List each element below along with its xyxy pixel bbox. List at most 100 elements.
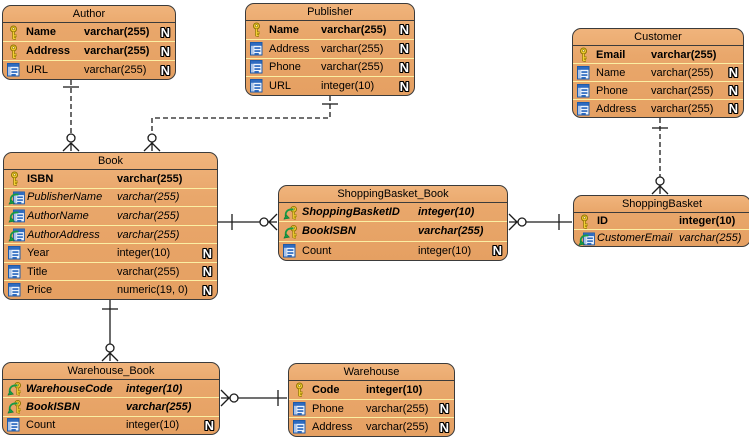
column-type: integer(10): [418, 206, 475, 219]
nullable-badge: N: [204, 417, 214, 433]
foreign-key-icon: [8, 227, 27, 242]
column-icon: [7, 63, 26, 77]
column-type: varchar(255): [366, 421, 429, 434]
column-icon: [283, 243, 302, 258]
nullable-badge: N: [160, 62, 170, 78]
table-title: ShoppingBasket_Book: [279, 186, 507, 203]
table-title: Warehouse: [289, 364, 454, 381]
column-name: Name: [269, 23, 299, 36]
nullable-badge: N: [202, 264, 212, 280]
connector-publisher-book[interactable]: [143, 96, 338, 152]
primary-key-icon: [577, 47, 596, 62]
connector-shoppingbasket-shoppingbasket_book[interactable]: [508, 213, 572, 231]
column-type: numeric(19, 0): [117, 284, 188, 297]
column-row[interactable]: PublisherName varchar(255): [4, 187, 217, 207]
column-name: Address: [269, 42, 310, 55]
column-icon: [293, 420, 312, 434]
connector-warehouse-warehouse_book[interactable]: [220, 389, 287, 407]
column-name: PublisherName: [27, 191, 103, 204]
column-type: varchar(255): [84, 64, 147, 76]
column-name: Count: [26, 419, 56, 432]
column-name: Title: [27, 265, 48, 278]
connector-customer-shoppingbasket[interactable]: [651, 118, 669, 195]
column-type: integer(10): [679, 215, 736, 227]
column-name: ShoppingBasketID: [302, 206, 400, 219]
primary-key-icon: [293, 382, 312, 398]
column-name: Phone: [596, 84, 628, 97]
primary-key-icon: [578, 214, 597, 229]
column-type: varchar(255): [321, 23, 387, 36]
column-name: Year: [27, 247, 50, 260]
column-name: WarehouseCode: [26, 382, 113, 395]
column-icon: [7, 418, 26, 432]
connector-book-warehouse_book[interactable]: [101, 300, 119, 362]
nullable-badge: N: [202, 282, 212, 298]
primary-key-icon: [7, 25, 26, 40]
column-type: varchar(255): [418, 225, 484, 238]
nullable-badge: N: [728, 65, 738, 80]
primary-foreign-key-icon: [7, 381, 26, 396]
column-type: varchar(255): [117, 191, 180, 204]
column-name: Code: [312, 383, 340, 396]
column-name: Phone: [269, 61, 301, 74]
connector-book-shoppingbasket_book[interactable]: [218, 213, 278, 231]
nullable-badge: N: [160, 24, 170, 40]
column-name: Email: [596, 48, 626, 61]
column-row[interactable]: ID integer(10): [574, 213, 749, 229]
primary-foreign-key-icon: [283, 205, 302, 220]
column-name: CustomerEmail: [597, 232, 673, 244]
nullable-badge: N: [439, 419, 449, 435]
column-name: ID: [597, 215, 608, 227]
nullable-badge: N: [202, 245, 212, 261]
column-type: varchar(255): [651, 102, 714, 115]
table-title: ShoppingBasket: [574, 196, 749, 213]
column-name: ISBN: [27, 172, 54, 185]
column-icon: [250, 41, 269, 56]
column-type: varchar(255): [651, 84, 714, 97]
column-type: varchar(255): [366, 402, 429, 415]
column-row[interactable]: ShoppingBasketID integer(10): [279, 203, 507, 221]
column-icon: [8, 246, 27, 260]
connector-author-book[interactable]: [62, 80, 80, 152]
column-icon: [577, 101, 596, 116]
